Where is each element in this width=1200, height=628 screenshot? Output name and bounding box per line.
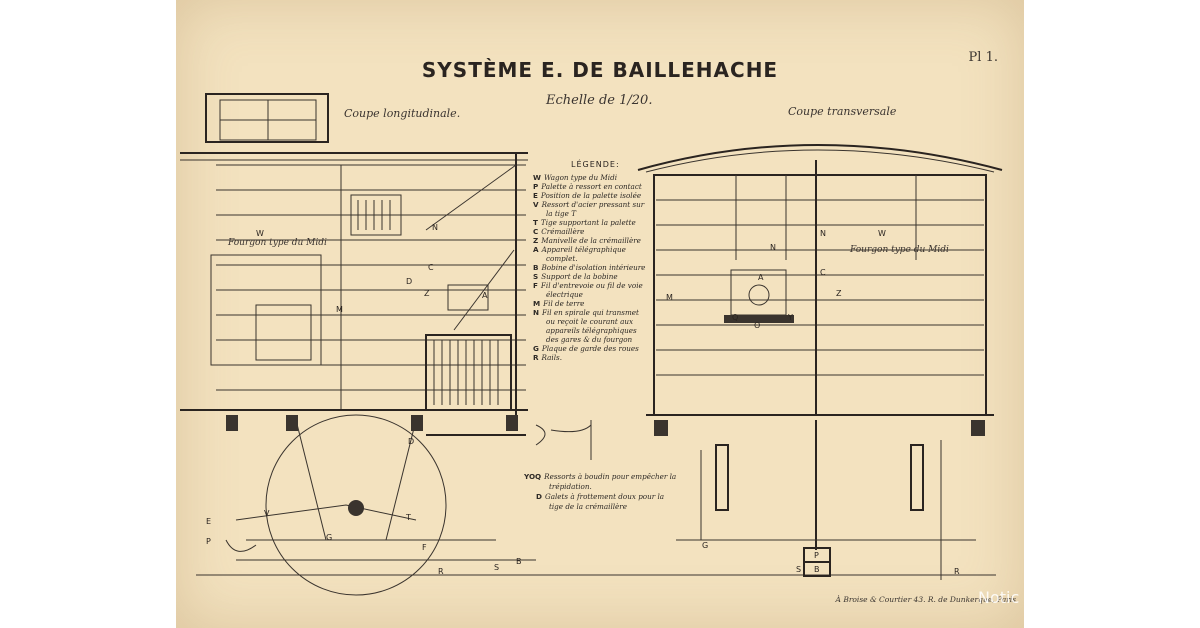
drawing-sheet: SYSTÈME E. DE BAILLEHACHE Pl 1. Echelle … (176, 0, 1024, 628)
svg-text:C: C (820, 268, 826, 277)
svg-text:O: O (754, 321, 760, 330)
svg-text:E: E (206, 517, 211, 526)
legend-item: la tige T (546, 209, 576, 218)
svg-text:Y: Y (787, 313, 793, 322)
svg-text:P: P (206, 537, 211, 546)
svg-text:N: N (770, 243, 776, 252)
svg-text:W: W (256, 229, 264, 238)
legend-item: appareils télégraphiques (546, 326, 637, 335)
plate-title: SYSTÈME E. DE BAILLEHACHE (421, 58, 779, 82)
svg-text:A: A (758, 273, 764, 282)
watermark: Notic (978, 588, 1020, 607)
svg-text:Q: Q (732, 313, 738, 322)
svg-text:V: V (264, 509, 270, 518)
legend-item: électrique (546, 290, 583, 299)
svg-text:M: M (666, 293, 673, 302)
legend-item: ou reçoit le courant aux (546, 317, 634, 326)
longitudinal-view-label: Coupe longitudinale. (344, 107, 461, 120)
svg-text:R: R (954, 567, 960, 576)
svg-text:Z: Z (836, 289, 842, 298)
legend-heading: LÉGENDE: (571, 160, 620, 169)
svg-text:R: R (438, 567, 444, 576)
scale-label: Echelle de 1/20. (546, 93, 653, 108)
svg-text:Z: Z (424, 289, 430, 298)
svg-text:G: G (702, 541, 708, 550)
svg-text:B: B (814, 565, 820, 574)
svg-text:P: P (814, 551, 819, 560)
legend-item: des gares & du fourgon (546, 335, 633, 344)
plate-number: Pl 1. (968, 50, 998, 65)
svg-text:D: D (406, 277, 412, 286)
svg-text:F: F (422, 543, 427, 552)
svg-text:S: S (494, 563, 499, 572)
transversal-view-label: Coupe transversale (788, 105, 897, 118)
svg-text:B: B (516, 557, 522, 566)
technical-drawing: W M D N C Z A D E P V T G F R S B W M N … (180, 93, 1003, 596)
svg-text:M: M (336, 305, 343, 314)
svg-text:G: G (326, 533, 332, 542)
printer-credit: À Broise & Courtier 43. R. de Dunkerque,… (835, 595, 1016, 604)
legend-item: complet. (546, 254, 578, 263)
car-label-left: Fourgon type du Midi (228, 238, 327, 248)
svg-text:N: N (432, 223, 438, 232)
svg-text:T: T (405, 513, 411, 522)
note-item: trépidation. (549, 482, 592, 491)
note-item: tige de la crémaillère (549, 502, 627, 511)
longitudinal-section (180, 93, 996, 596)
svg-text:A: A (482, 291, 488, 300)
svg-text:D: D (408, 437, 414, 446)
svg-text:C: C (428, 263, 434, 272)
svg-text:S: S (796, 565, 801, 574)
transversal-section (637, 144, 1003, 580)
svg-text:W: W (878, 229, 886, 238)
svg-text:N: N (820, 229, 826, 238)
